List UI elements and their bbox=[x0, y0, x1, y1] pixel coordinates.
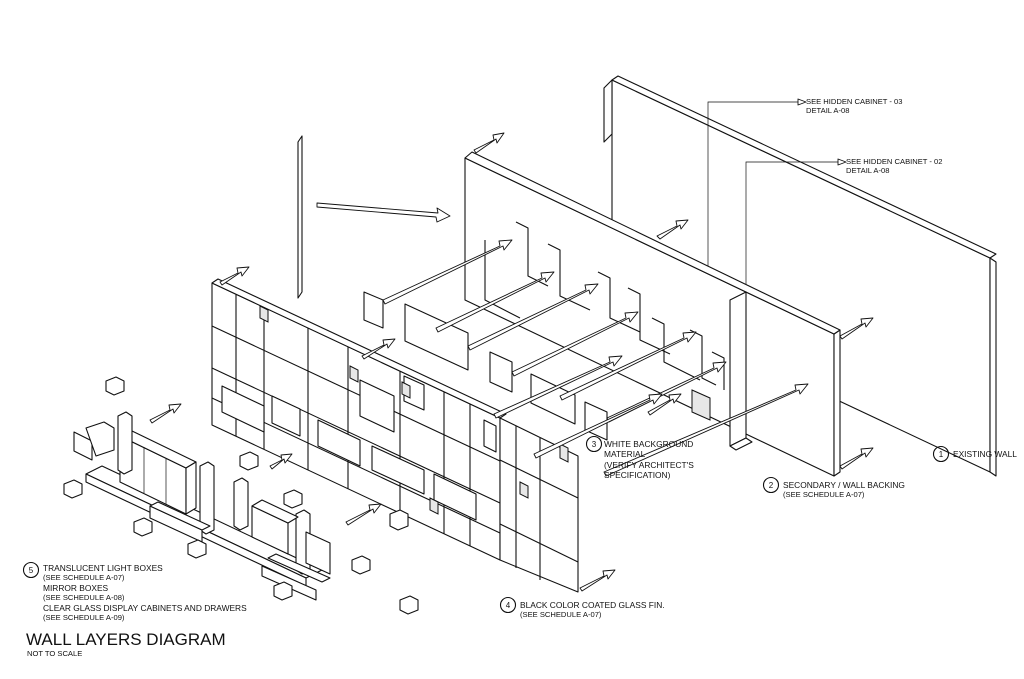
svg-text:(VERIFY ARCHITECT'S: (VERIFY ARCHITECT'S bbox=[604, 460, 694, 470]
layer-3-label: 3 WHITE BACKGROUND MATERIAL (VERIFY ARCH… bbox=[585, 435, 694, 480]
svg-text:1: 1 bbox=[939, 450, 944, 459]
svg-text:(SEE SCHEDULE A-09): (SEE SCHEDULE A-09) bbox=[43, 613, 125, 622]
svg-text:3: 3 bbox=[592, 440, 597, 449]
svg-text:WHITE BACKGROUND: WHITE BACKGROUND bbox=[604, 439, 693, 449]
svg-text:MATERIAL: MATERIAL bbox=[604, 449, 646, 459]
svg-text:(SEE SCHEDULE A-07): (SEE SCHEDULE A-07) bbox=[43, 573, 125, 582]
layer-number-marker bbox=[585, 435, 603, 453]
layer-4-label: 4 BLACK COLOR COATED GLASS FIN. (SEE SCH… bbox=[499, 596, 665, 619]
scale-note: NOT TO SCALE bbox=[27, 649, 82, 658]
layer-2-label: 2 SECONDARY / WALL BACKING (SEE SCHEDULE… bbox=[762, 476, 905, 499]
callout-leaders bbox=[797, 98, 847, 166]
wall-backing-layer bbox=[464, 151, 841, 477]
hidden-cabinet-03-callout: SEE HIDDEN CABINET - 03 DETAIL A-08 bbox=[806, 97, 903, 115]
svg-text:2: 2 bbox=[769, 481, 774, 490]
existing-wall-layer bbox=[603, 75, 997, 477]
layer-number-marker bbox=[762, 476, 780, 494]
svg-text:5: 5 bbox=[29, 566, 34, 575]
svg-text:TRANSLUCENT LIGHT BOXES: TRANSLUCENT LIGHT BOXES bbox=[43, 563, 163, 573]
diagram-title-block: WALL LAYERS DIAGRAM NOT TO SCALE bbox=[26, 630, 226, 658]
svg-text:4: 4 bbox=[506, 601, 511, 610]
svg-text:BLACK COLOR COATED GLASS FIN.: BLACK COLOR COATED GLASS FIN. bbox=[520, 600, 665, 610]
svg-text:(SEE SCHEDULE A-07): (SEE SCHEDULE A-07) bbox=[783, 490, 865, 499]
svg-text:CLEAR GLASS DISPLAY CABINETS A: CLEAR GLASS DISPLAY CABINETS AND DRAWERS bbox=[43, 603, 247, 613]
svg-text:MIRROR BOXES: MIRROR BOXES bbox=[43, 583, 109, 593]
explosion-arrows bbox=[149, 132, 874, 592]
layer-1-label: 1 EXISTING WALL bbox=[932, 445, 1017, 463]
layer-number-marker bbox=[499, 596, 517, 614]
layer-5-label: 5 TRANSLUCENT LIGHT BOXES (SEE SCHEDULE … bbox=[22, 561, 247, 622]
glass-fin-frame-layer bbox=[211, 278, 579, 593]
svg-text:(SEE SCHEDULE A-08): (SEE SCHEDULE A-08) bbox=[43, 593, 125, 602]
display-boxes-layer bbox=[63, 376, 419, 615]
layer-number-marker bbox=[932, 445, 950, 463]
svg-text:SPECIFICATION): SPECIFICATION) bbox=[604, 470, 671, 480]
layer-number-marker bbox=[22, 561, 40, 579]
svg-text:SEE HIDDEN CABINET - 02: SEE HIDDEN CABINET - 02 bbox=[846, 157, 943, 166]
svg-text:SEE HIDDEN CABINET - 03: SEE HIDDEN CABINET - 03 bbox=[806, 97, 903, 106]
hidden-cabinet-02-callout: SEE HIDDEN CABINET - 02 DETAIL A-08 bbox=[846, 157, 943, 175]
svg-text:DETAIL A-08: DETAIL A-08 bbox=[806, 106, 849, 115]
page-title: WALL LAYERS DIAGRAM bbox=[26, 630, 226, 649]
white-background-panels bbox=[297, 135, 608, 441]
svg-text:DETAIL A-08: DETAIL A-08 bbox=[846, 166, 889, 175]
svg-text:EXISTING WALL: EXISTING WALL bbox=[953, 449, 1017, 459]
svg-text:(SEE SCHEDULE A-07): (SEE SCHEDULE A-07) bbox=[520, 610, 602, 619]
svg-text:SECONDARY / WALL BACKING: SECONDARY / WALL BACKING bbox=[783, 480, 905, 490]
